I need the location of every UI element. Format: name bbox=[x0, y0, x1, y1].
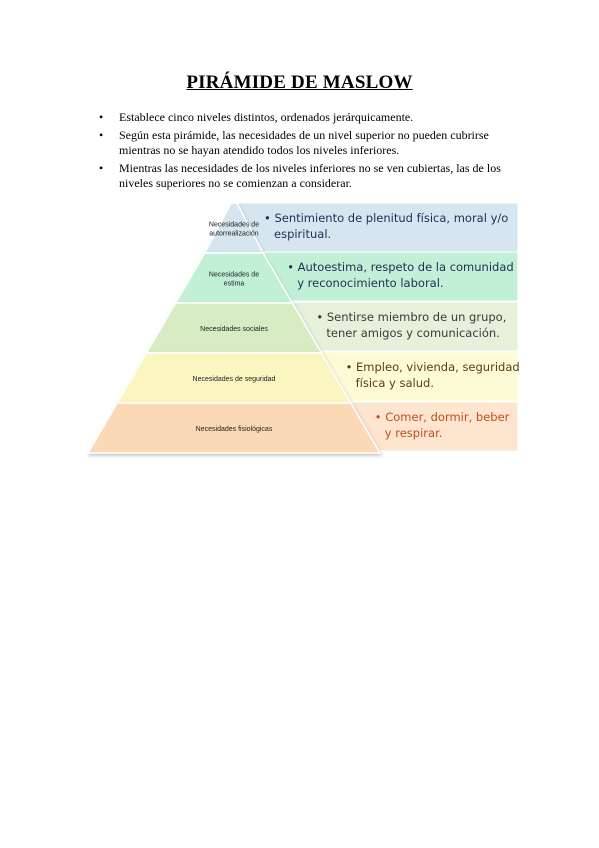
level-description-text: • Comer, dormir, beber bbox=[375, 410, 510, 424]
level-description-text: tener amigos y comunicación. bbox=[326, 326, 499, 340]
bullet-text: Establece cinco niveles distintos, orden… bbox=[119, 110, 414, 124]
level-description-text: • Sentimiento de plenitud física, moral … bbox=[264, 211, 508, 225]
level-description-box bbox=[323, 351, 519, 402]
bullet-text: Mientras las necesidades de los niveles … bbox=[119, 161, 501, 190]
level-description-text: y respirar. bbox=[385, 426, 443, 440]
bullet-list: • Establece cinco niveles distintos, orde… bbox=[97, 110, 527, 194]
level-description-text: espiritual. bbox=[274, 227, 331, 241]
bullet-icon: • bbox=[99, 128, 104, 142]
bullet-text: Según esta pirámide, las necesidades de … bbox=[119, 128, 489, 157]
bullet-icon: • bbox=[99, 161, 104, 175]
page-title: PIRÁMIDE DE MASLOW bbox=[186, 72, 413, 93]
pyramid-level-label: estima bbox=[224, 281, 245, 288]
level-description-text: y reconocimiento laboral. bbox=[297, 276, 443, 290]
bullet-item: • Según esta pirámide, las necesidades de… bbox=[97, 128, 527, 158]
bullet-icon: • bbox=[99, 110, 104, 124]
pyramid-level-label: Necesidades de bbox=[209, 272, 259, 279]
pyramid-level-label: Necesidades de seguridad bbox=[193, 376, 276, 383]
level-description-text: física y salud. bbox=[356, 376, 434, 390]
level-description-box bbox=[235, 202, 519, 253]
level-description-box bbox=[352, 401, 519, 452]
pyramid-level bbox=[86, 402, 382, 454]
pyramid-level-label: Necesidades de bbox=[209, 222, 259, 229]
pyramid-level-label: Necesidades fisiológicas bbox=[196, 426, 273, 433]
pyramid-level-label: Necesidades sociales bbox=[200, 326, 268, 333]
level-description-box bbox=[264, 251, 519, 302]
level-description-text: • Sentirse miembro de un grupo, bbox=[316, 310, 506, 324]
level-description-text: • Empleo, vivienda, seguridad bbox=[346, 360, 520, 374]
level-description-text: • Autoestima, respeto de la comunidad bbox=[287, 260, 514, 274]
pyramid-level-label: autorrealización bbox=[209, 231, 259, 238]
bullet-item: • Establece cinco niveles distintos, orde… bbox=[97, 110, 527, 125]
bullet-item: • Mientras las necesidades de los niveles… bbox=[97, 161, 527, 191]
